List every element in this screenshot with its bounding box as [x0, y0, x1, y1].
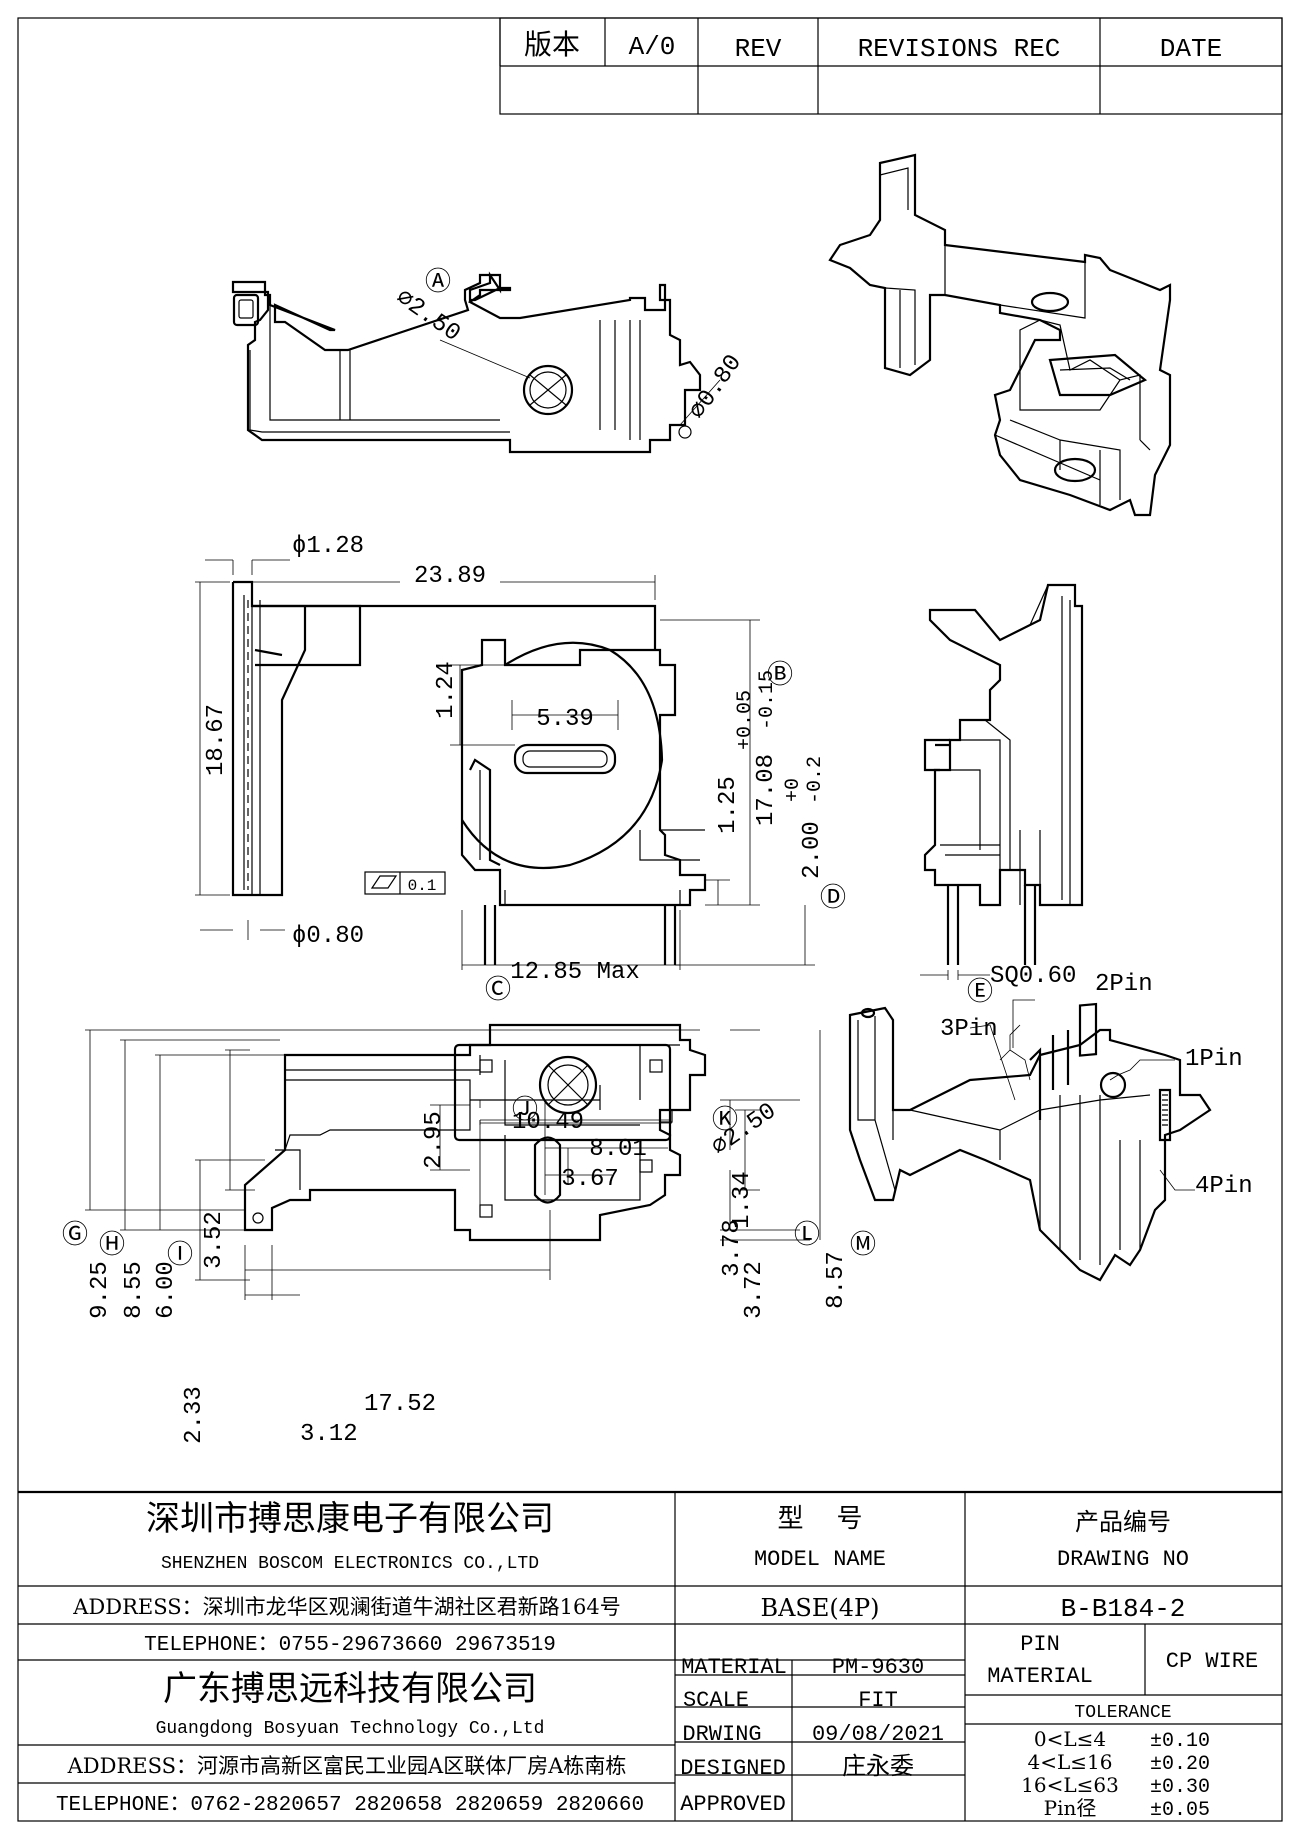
dim-height-main-tol-plus: +0.05	[734, 690, 757, 750]
designed-value: 庄永委	[842, 1752, 914, 1780]
dim-3-72: 3.72	[741, 1261, 768, 1319]
dim-2-95: 2.95	[421, 1111, 448, 1169]
dim-8-57: 8.57	[823, 1251, 850, 1309]
iso-view-bottom: 1Pin 2Pin 3Pin 4Pin	[848, 971, 1253, 1282]
dim-slot-offset: 1.24	[433, 661, 460, 719]
tolerance-value-1: ±0.10	[1150, 1730, 1210, 1753]
dim-sq: SQ0.60	[990, 963, 1076, 990]
dim-3-78: 3.78	[719, 1219, 746, 1277]
drawing-no-cn: 产品编号	[1075, 1508, 1171, 1536]
dim-17-52: 17.52	[364, 1391, 436, 1418]
tolerance-label: TOLERANCE	[1074, 1703, 1171, 1723]
model-cn: 型 号	[777, 1504, 862, 1534]
rev-header: REV	[735, 34, 782, 64]
dim-pin-len: 2.00	[799, 821, 826, 879]
pin2-label: 2Pin	[1095, 971, 1153, 998]
tolerance-range-2: 4<L≤16	[1028, 1750, 1113, 1774]
dim-top-dia-small: ⌀0.80	[684, 350, 747, 425]
dim-8-55: 8.55	[121, 1261, 148, 1319]
dim-height-main-tol-minus: -0.15	[756, 670, 779, 730]
callout-d: Ⓓ	[820, 883, 846, 913]
telephone2: TELEPHONE：0762-2820657 2820658 2820659 2…	[56, 1794, 644, 1817]
dim-2-33: 2.33	[181, 1386, 208, 1444]
tolerance-value-3: ±0.30	[1150, 1776, 1210, 1799]
callout-m: Ⓜ	[850, 1230, 876, 1260]
pin3-label: 3Pin	[940, 1016, 998, 1043]
company1-cn: 深圳市搏思康电子有限公司	[146, 1499, 554, 1539]
dim-slot-width: 5.39	[536, 706, 594, 733]
dim-10-49: 10.49	[512, 1109, 584, 1136]
rev-version-value: A/0	[629, 32, 676, 62]
callout-h: Ⓗ	[99, 1230, 125, 1260]
drawing-no-value: B-B184-2	[1061, 1594, 1186, 1624]
title-block: 深圳市搏思康电子有限公司 SHENZHEN BOSCOM ELECTRONICS…	[18, 1490, 1282, 1822]
dim-depth: 12.85 Max	[510, 959, 640, 986]
callout-b: Ⓑ	[767, 660, 793, 690]
revision-block: 版本 A/0 REV REVISIONS REC DATE	[499, 17, 1283, 115]
dim-step: 1.25	[715, 776, 742, 834]
company2-cn: 广东搏思远科技有限公司	[163, 1669, 537, 1709]
pin1-label: 1Pin	[1185, 1046, 1243, 1073]
callout-e: Ⓔ	[967, 977, 993, 1007]
side-view: SQ0.60 Ⓔ	[920, 583, 1084, 1007]
callout-k: Ⓚ	[712, 1105, 738, 1135]
dim-height-main: 17.08	[753, 754, 780, 826]
telephone1: TELEPHONE：0755-29673660 29673519	[144, 1634, 556, 1657]
pin4-label: 4Pin	[1195, 1173, 1253, 1200]
dim-pin-len-tol-plus: +0	[782, 778, 805, 802]
drawing-no-en: DRAWING NO	[1057, 1547, 1189, 1572]
tolerance-range-1: 0<L≤4	[1034, 1727, 1106, 1751]
dim-pin-len-tol-minus: -0.2	[804, 756, 827, 804]
address2: ADDRESS：河源市高新区富民工业园A区联体厂房A栋南栋	[67, 1754, 627, 1778]
address1: ADDRESS：深圳市龙华区观澜街道牛湖社区君新路164号	[72, 1595, 620, 1619]
dim-9-25: 9.25	[87, 1261, 114, 1319]
iso-view-top	[828, 153, 1172, 517]
model-en: MODEL NAME	[754, 1547, 886, 1572]
flatness-value: 0.1	[408, 877, 437, 895]
dim-height-left: 18.67	[203, 704, 230, 776]
bottom-view: 10.49 8.01 3.67 2.95 ⌀2.50 1.34 3.78 3.7…	[62, 1023, 876, 1448]
material-value: PM-9630	[832, 1655, 924, 1680]
company2-en: Guangdong Bosyuan Technology Co.,Ltd	[156, 1719, 545, 1739]
callout-c: Ⓒ	[485, 975, 511, 1005]
dim-3-67: 3.67	[561, 1166, 619, 1193]
tolerance-value-4: ±0.05	[1150, 1799, 1210, 1822]
dim-3-52: 3.52	[201, 1211, 228, 1269]
front-view: ϕ1.28 23.89 18.67 1.24 5.39 17.08 +0.05 …	[195, 533, 846, 1005]
tolerance-range-3: 16<L≤63	[1021, 1773, 1119, 1797]
dim-phi-bottom: ϕ0.80	[292, 923, 364, 950]
approved-label: APPROVED	[680, 1792, 786, 1817]
callout-j: Ⓙ	[512, 1095, 538, 1125]
tolerance-range-4: Pin径	[1044, 1796, 1097, 1820]
material-label: MATERIAL	[681, 1655, 787, 1680]
scale-label: SCALE	[683, 1688, 749, 1713]
pin-material-value: CP WIRE	[1166, 1649, 1258, 1674]
company1-en: SHENZHEN BOSCOM ELECTRONICS CO.,LTD	[161, 1554, 539, 1574]
drwing-date: 09/08/2021	[812, 1722, 944, 1747]
scale-value: FIT	[858, 1688, 898, 1713]
drwing-label: DRWING	[682, 1722, 761, 1747]
callout-g: Ⓖ	[62, 1220, 88, 1250]
callout-l: Ⓛ	[794, 1220, 820, 1250]
pin-label: PIN	[1020, 1632, 1060, 1657]
dim-8-01: 8.01	[589, 1136, 647, 1163]
dim-3-12: 3.12	[300, 1421, 358, 1448]
model-value: BASE(4P)	[760, 1594, 879, 1622]
date-header: DATE	[1160, 34, 1222, 64]
callout-a: Ⓐ	[425, 267, 451, 297]
callout-i: Ⓘ	[167, 1240, 193, 1270]
pin-material-label: MATERIAL	[987, 1664, 1093, 1689]
dim-width: 23.89	[414, 563, 486, 590]
designed-label: DESIGNED	[680, 1756, 786, 1781]
revisions-header: REVISIONS REC	[858, 34, 1061, 64]
dim-1-34: 1.34	[729, 1171, 756, 1229]
tolerance-value-2: ±0.20	[1150, 1753, 1210, 1776]
top-view: Ⓐ ⌀2.50 ⌀0.80	[231, 267, 748, 454]
dim-6-00: 6.00	[153, 1261, 180, 1319]
dim-phi-top: ϕ1.28	[292, 533, 364, 560]
rev-version-label: 版本	[524, 28, 580, 61]
